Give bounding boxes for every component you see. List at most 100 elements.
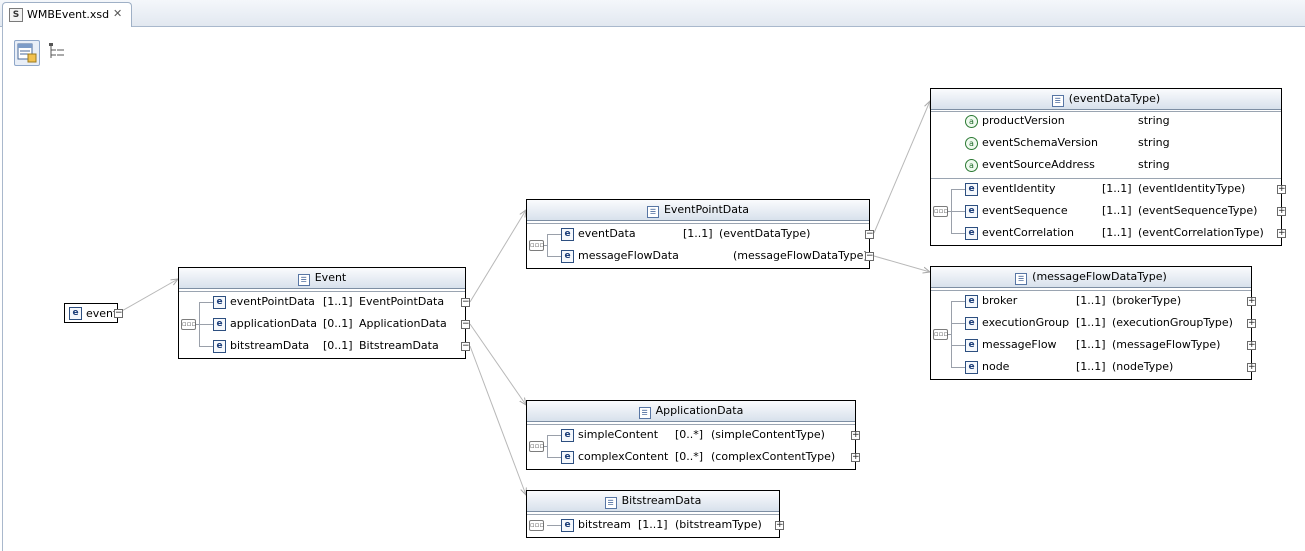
tree-line <box>544 446 547 447</box>
divider <box>931 290 1251 291</box>
complex-type-icon: ☰ <box>646 206 659 218</box>
element-row-messageflow[interactable]: e messageFlow [1..1] (messageFlowType) + <box>951 334 1256 356</box>
type-box-bitstreamdata[interactable]: ☰BitstreamData ▫▫▫ e bitstream [1..1] (b… <box>526 490 784 538</box>
element-row-node[interactable]: e node [1..1] (nodeType) + <box>951 356 1256 378</box>
expand-button[interactable]: + <box>1247 318 1256 328</box>
divider <box>527 514 779 515</box>
type-box-event[interactable]: ☰Event ▫▫▫ e eventPointData [1..1] Event… <box>178 267 470 359</box>
collapse-button[interactable]: − <box>461 341 470 351</box>
element-row-broker[interactable]: e broker [1..1] (brokerType) + <box>951 290 1256 312</box>
element-row-bitstreamdata[interactable]: e bitstreamData [0..1] BitstreamData − <box>199 335 470 357</box>
type-box-messageflowdatatype[interactable]: ☰(messageFlowDataType) ▫▫▫ e broker [1..… <box>930 266 1256 380</box>
type-box-title: ApplicationData <box>655 404 744 417</box>
element-row-applicationdata[interactable]: e applicationData [0..1] ApplicationData… <box>199 313 470 335</box>
type-box-title: (messageFlowDataType) <box>1032 270 1167 283</box>
element-row-eventpointdata[interactable]: e eventPointData [1..1] EventPointData − <box>199 291 470 313</box>
xsd-file-icon: S <box>9 8 23 22</box>
element-name: eventSequence <box>982 204 1068 217</box>
element-cardinality: [1..1] <box>683 227 713 240</box>
element-row-simplecontent[interactable]: e simpleContent [0..*] (simpleContentTyp… <box>547 424 860 446</box>
outline-view-button[interactable] <box>46 40 72 66</box>
element-row-eventsequence[interactable]: e eventSequence [1..1] (eventSequenceTyp… <box>951 200 1286 222</box>
element-row-eventcorrelation[interactable]: e eventCorrelation [1..1] (eventCorrelat… <box>951 222 1286 244</box>
expand-button[interactable]: + <box>1247 296 1256 306</box>
element-name: bitstreamData <box>230 339 310 352</box>
element-type: (complexContentType) <box>711 450 836 463</box>
expand-button[interactable]: + <box>1277 206 1286 216</box>
element-cardinality: [0..1] <box>323 339 353 352</box>
element-cardinality: [1..1] <box>1102 226 1132 239</box>
divider <box>527 424 855 425</box>
element-row-complexcontent[interactable]: e complexContent [0..*] (complexContentT… <box>547 446 860 468</box>
element-icon: e <box>213 340 226 353</box>
attribute-row-eventschemaversion[interactable]: a eventSchemaVersion string <box>931 132 1281 154</box>
element-name: bitstream <box>578 518 631 531</box>
element-cardinality: [1..1] <box>323 295 353 308</box>
element-type: (messageFlowType) <box>1112 338 1221 351</box>
complex-type-icon: ☰ <box>1015 273 1028 285</box>
type-box-applicationdata[interactable]: ☰ApplicationData ▫▫▫ e simpleContent [0.… <box>526 400 860 470</box>
element-row-bitstream[interactable]: e bitstream [1..1] (bitstreamType) + <box>547 514 784 536</box>
element-row-eventdata[interactable]: e eventData [1..1] (eventDataType) − <box>547 223 874 245</box>
element-name: messageFlowData <box>578 249 679 262</box>
link-applicationdata <box>469 323 526 405</box>
tree-outline-icon <box>49 43 64 58</box>
attribute-type: string <box>1138 158 1170 171</box>
element-type: (brokerType) <box>1112 294 1182 307</box>
editor-tab-wmbevent[interactable]: S WMBEvent.xsd ✕ <box>2 2 132 27</box>
element-name: eventPointData <box>230 295 315 308</box>
element-row-eventidentity[interactable]: e eventIdentity [1..1] (eventIdentityTyp… <box>951 178 1286 200</box>
expand-button[interactable]: + <box>851 430 860 440</box>
attribute-row-eventsourceaddress[interactable]: a eventSourceAddress string <box>931 154 1281 176</box>
collapse-button[interactable]: − <box>865 251 874 261</box>
attribute-name: eventSchemaVersion <box>982 136 1099 149</box>
element-type: BitstreamData <box>359 339 439 352</box>
type-box-eventpointdata[interactable]: ☰EventPointData ▫▫▫ e eventData [1..1] (… <box>526 199 874 269</box>
tree-line <box>196 324 199 325</box>
element-cardinality: [1..1] <box>1102 204 1132 217</box>
root-element-event[interactable]: e event − <box>64 303 123 323</box>
type-box-eventdatatype[interactable]: ☰(eventDataType) a productVersion string… <box>930 88 1286 246</box>
attribute-icon: a <box>965 137 978 150</box>
element-cardinality: [1..1] <box>1076 316 1106 329</box>
attribute-row-productversion[interactable]: a productVersion string <box>931 110 1281 132</box>
element-cardinality: [1..1] <box>1076 360 1106 373</box>
element-row-messageflowdata[interactable]: e messageFlowData (messageFlowDataType) … <box>547 245 874 267</box>
collapse-button[interactable]: − <box>865 229 874 239</box>
element-name: eventCorrelation <box>982 226 1074 239</box>
expand-button[interactable]: + <box>1277 184 1286 194</box>
divider <box>931 111 1281 112</box>
element-icon: e <box>213 296 226 309</box>
element-icon: e <box>69 307 82 320</box>
element-type: (simpleContentType) <box>711 428 825 441</box>
element-cardinality: [1..1] <box>638 518 668 531</box>
attribute-icon: a <box>965 115 978 128</box>
element-row-executiongroup[interactable]: e executionGroup [1..1] (executionGroupT… <box>951 312 1256 334</box>
collapse-button[interactable]: − <box>114 308 123 318</box>
expand-button[interactable]: + <box>775 520 784 530</box>
element-icon: e <box>965 227 978 240</box>
element-cardinality: [0..*] <box>675 450 704 463</box>
close-icon[interactable]: ✕ <box>113 7 123 20</box>
root-element-label: event <box>86 307 118 320</box>
collapse-button[interactable]: − <box>461 297 470 307</box>
element-type: (eventSequenceType) <box>1138 204 1258 217</box>
expand-button[interactable]: + <box>851 452 860 462</box>
expand-button[interactable]: + <box>1247 362 1256 372</box>
attribute-type: string <box>1138 114 1170 127</box>
element-cardinality: [1..1] <box>1102 182 1132 195</box>
design-view-button[interactable] <box>14 40 40 66</box>
tree-line <box>547 435 548 457</box>
element-name: executionGroup <box>982 316 1070 329</box>
complex-type-icon: ☰ <box>1051 95 1064 107</box>
expand-button[interactable]: + <box>1247 340 1256 350</box>
type-box-header: ☰EventPointData <box>527 200 869 221</box>
expand-button[interactable]: + <box>1277 228 1286 238</box>
element-name: broker <box>982 294 1018 307</box>
link-messageflowdata <box>873 255 930 272</box>
collapse-button[interactable]: − <box>461 319 470 329</box>
element-name: complexContent <box>578 450 669 463</box>
element-type: EventPointData <box>359 295 445 308</box>
element-type: (nodeType) <box>1112 360 1174 373</box>
element-type: (eventCorrelationType) <box>1138 226 1264 239</box>
